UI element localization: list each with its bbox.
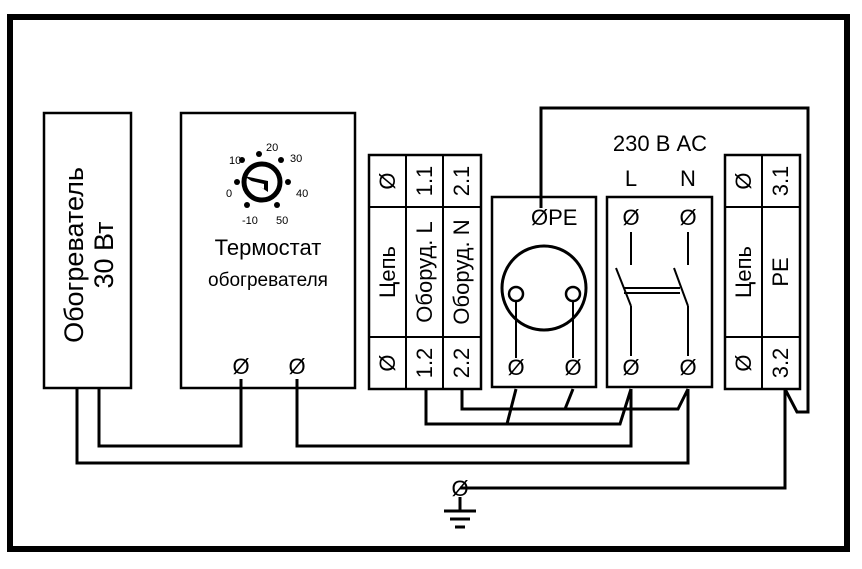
tb1-equipment-n: Оборуд. N xyxy=(449,219,474,324)
ground-icon: Ø xyxy=(444,476,476,529)
heater-label: Обогреватель xyxy=(59,167,89,343)
terminal-block-1: Ø 1.1 2.1 Цепь Оборуд. L Оборуд. N Ø 1.2… xyxy=(367,153,483,391)
supply-l-label: L xyxy=(625,166,637,191)
terminal-block-2: Ø 3.1 Цепь PE Ø 3.2 xyxy=(723,153,802,391)
wire-tb1-n xyxy=(460,388,575,411)
tb1-equipment-l: Оборуд. L xyxy=(412,221,437,323)
dial-mark-10: 10 xyxy=(229,155,241,167)
thermostat: 20 30 40 50 -10 0 10 Термостат обогреват… xyxy=(179,111,357,390)
thermostat-dial: 20 30 40 50 -10 0 10 xyxy=(226,142,308,227)
tb1-top-1: 1.1 xyxy=(412,166,437,197)
thermostat-terminal-2: Ø xyxy=(288,354,305,379)
ground-terminal: Ø xyxy=(451,476,468,501)
thermostat-terminal-1: Ø xyxy=(232,354,249,379)
dial-mark-30: 30 xyxy=(290,153,302,165)
tb1-top-symbol: Ø xyxy=(375,172,400,189)
wire-tb1-l xyxy=(424,388,518,426)
wire-socket-l xyxy=(500,388,633,426)
thermostat-sublabel: обогревателя xyxy=(208,270,328,291)
breaker-terminal-n-top: Ø xyxy=(679,205,696,230)
supply-voltage-label: 230 В AC xyxy=(613,131,707,156)
wiring xyxy=(75,106,810,490)
breaker-terminal-l-bottom: Ø xyxy=(622,355,639,380)
tb2-bottom-symbol: Ø xyxy=(731,354,756,371)
dial-mark-minus10: -10 xyxy=(242,215,258,227)
dial-mark-20: 20 xyxy=(266,142,278,154)
socket-terminal-n: Ø xyxy=(564,355,581,380)
breaker-terminal-n-bottom: Ø xyxy=(679,355,696,380)
heater-power-label: 30 Вт xyxy=(89,221,119,288)
wire-pe-loop xyxy=(539,106,810,414)
tb2-top-symbol: Ø xyxy=(731,172,756,189)
socket: ØPE Ø Ø xyxy=(490,195,598,389)
tb1-top-2: 2.1 xyxy=(449,166,474,197)
breaker-terminal-l-top: Ø xyxy=(622,205,639,230)
tb1-bottom-1: 1.2 xyxy=(412,348,437,379)
tb2-bottom: 3.2 xyxy=(768,348,793,379)
dial-mark-0: 0 xyxy=(226,188,232,200)
socket-pe-label: ØPE xyxy=(531,205,577,230)
wire-thermostat-to-l xyxy=(295,379,633,448)
tb1-circuit-label: Цепь xyxy=(375,246,400,298)
thermostat-label: Термостат xyxy=(215,235,322,260)
dial-mark-50: 50 xyxy=(276,215,288,227)
tb2-circuit-label: Цепь xyxy=(731,246,756,298)
wire-heater-to-n xyxy=(75,388,690,465)
breaker: 230 В AC L N Ø Ø Ø Ø xyxy=(605,131,714,389)
wire-ground xyxy=(460,389,787,490)
supply-n-label: N xyxy=(680,166,696,191)
dial-mark-40: 40 xyxy=(296,188,308,200)
tb1-bottom-2: 2.2 xyxy=(449,348,474,379)
wire-heater-to-thermostat xyxy=(97,379,243,448)
socket-terminal-l: Ø xyxy=(507,355,524,380)
tb2-top: 3.1 xyxy=(768,166,793,197)
heater: Обогреватель 30 Вт xyxy=(42,111,133,390)
tb1-bottom-symbol: Ø xyxy=(375,354,400,371)
wire-socket-n xyxy=(565,388,690,411)
tb2-pe-label: PE xyxy=(768,257,793,286)
